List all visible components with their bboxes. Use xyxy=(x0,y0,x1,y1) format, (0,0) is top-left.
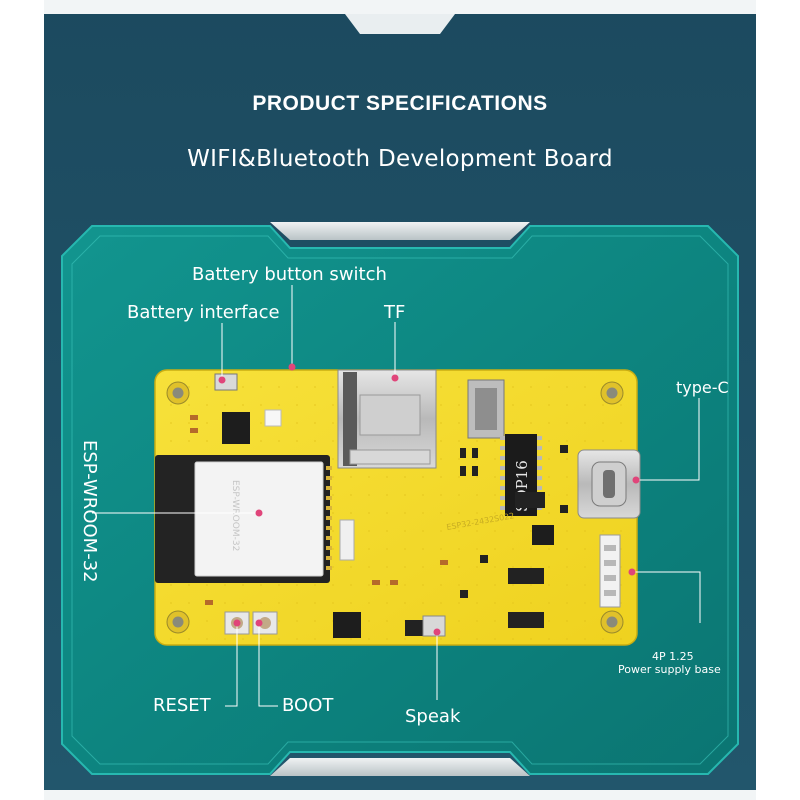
label-power-base-line2: Power supply base xyxy=(618,663,721,676)
bottom-tab xyxy=(270,758,530,776)
label-battery-button-switch: Battery button switch xyxy=(192,264,387,285)
pcb: ESP-WROOM-32 S xyxy=(154,369,641,646)
label-type-c: type-C xyxy=(676,378,729,397)
label-reset: RESET xyxy=(153,695,211,716)
label-tf: TF xyxy=(384,302,406,323)
label-power-base-line1: 4P 1.25 xyxy=(652,650,694,663)
label-speak: Speak xyxy=(405,706,461,727)
top-tab xyxy=(270,222,530,240)
module-silk-text: ESP-WROOM-32 xyxy=(230,480,240,551)
label-boot: BOOT xyxy=(282,695,334,716)
label-esp-wroom-32: ESP-WROOM-32 xyxy=(79,440,100,583)
page-subtitle: WIFI&Bluetooth Development Board xyxy=(187,146,613,172)
page-title: PRODUCT SPECIFICATIONS xyxy=(252,92,548,115)
power-connector xyxy=(599,534,621,608)
label-battery-interface: Battery interface xyxy=(127,302,280,323)
